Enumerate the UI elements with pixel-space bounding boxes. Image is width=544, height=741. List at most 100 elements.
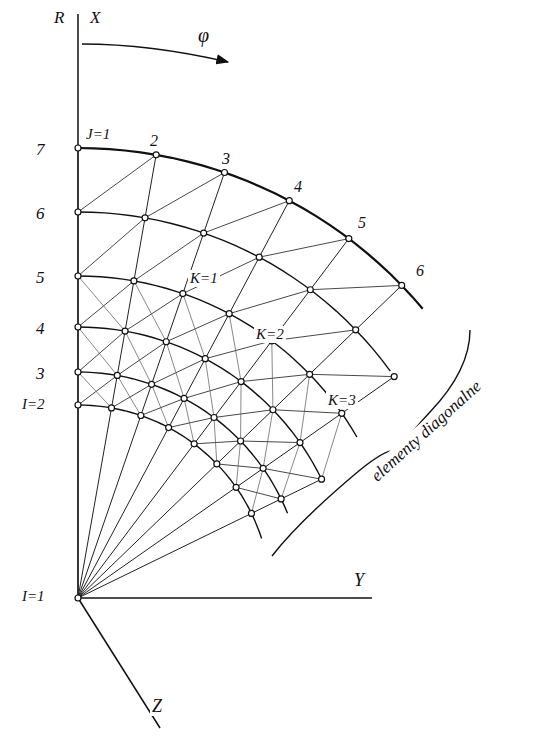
grid-node: [202, 356, 208, 362]
axis-or-index-label: K=3: [326, 392, 358, 409]
grid-node: [122, 328, 128, 334]
diagonal-element: [273, 410, 342, 414]
axis-or-index-label: 5: [34, 268, 47, 287]
grid-node: [114, 372, 120, 378]
diagonal-element: [272, 341, 273, 410]
grid-node: [142, 215, 148, 221]
diagonal-element: [112, 384, 152, 408]
grid-node: [399, 282, 405, 288]
axis-or-index-label: J=1: [84, 126, 112, 143]
diagonal-element: [310, 374, 395, 376]
grid-node: [75, 273, 81, 279]
grid-node: [260, 465, 266, 471]
grid-node: [180, 291, 186, 297]
diagonal-element: [322, 413, 342, 479]
diagonal-element: [229, 314, 241, 382]
diagonal-element: [310, 285, 401, 289]
diagonal-element: [241, 374, 310, 381]
diagonal-element: [236, 441, 240, 487]
diagonal-element: [78, 375, 117, 405]
grid-node: [75, 402, 81, 408]
grid-node: [138, 413, 144, 419]
diagonal-element: [251, 468, 263, 513]
axis-or-index-label: 7: [34, 140, 47, 159]
axis-or-index-label: φ: [196, 24, 211, 46]
grid-node: [238, 379, 244, 385]
grid-node: [109, 405, 115, 411]
grid-node: [75, 369, 81, 375]
diagonal-element: [78, 218, 145, 276]
diagonal-element: [78, 372, 112, 408]
grid-node: [319, 476, 325, 482]
grid-node: [278, 496, 284, 502]
bracket-note: elementy diagonalne: [366, 375, 487, 486]
meridian-line: [78, 201, 289, 598]
grid-node: [391, 374, 397, 380]
diagonal-element: [241, 441, 300, 443]
grid-node: [75, 145, 81, 151]
axis-or-index-label: Y: [352, 570, 366, 590]
grid-node: [153, 152, 159, 158]
axis-or-index-label: R: [52, 8, 66, 27]
meridian-line: [78, 377, 394, 598]
grid-node: [75, 324, 81, 330]
axis-or-index-label: 3: [34, 364, 47, 383]
grid-node: [222, 170, 228, 176]
grid-node: [286, 198, 292, 204]
origin-node: [75, 595, 81, 601]
grid-node: [75, 209, 81, 215]
axis-or-index-label: I=1: [20, 588, 47, 605]
diagonal-element: [263, 468, 321, 479]
diagonal-element: [78, 155, 156, 212]
diagonal-element: [259, 239, 349, 258]
grid-node: [166, 425, 172, 431]
grid-node: [353, 327, 359, 333]
diagonal-element: [183, 294, 205, 359]
diagonal-element: [300, 374, 310, 442]
meridian-line: [78, 239, 349, 598]
meridian-line: [78, 285, 402, 598]
axis-or-index-label: X: [88, 8, 102, 27]
diagonal-element: [141, 398, 184, 415]
grid-node: [226, 311, 232, 317]
grid-node: [233, 484, 239, 490]
grid-node: [163, 339, 169, 345]
axis-or-index-label: 3: [220, 150, 232, 168]
grid-node: [297, 440, 303, 446]
diagonal-element: [145, 173, 224, 218]
diagonal-element: [134, 281, 166, 342]
diagonal-element: [205, 359, 214, 418]
diagonal-element: [78, 331, 125, 372]
grid-node: [238, 438, 244, 444]
diagonal-element: [205, 341, 272, 359]
grid-node: [131, 278, 137, 284]
diagonal-element: [117, 375, 141, 415]
axis-or-index-label: 4: [292, 178, 304, 196]
diagonal-element: [78, 327, 117, 375]
axis-or-index-label: K=1: [188, 270, 220, 287]
grid-node: [346, 236, 352, 242]
diagonal-element: [183, 257, 259, 293]
grid-node: [339, 410, 345, 416]
grid-node: [307, 287, 313, 293]
grid-node: [149, 381, 155, 387]
meridian-line: [78, 155, 156, 598]
grid-node: [307, 371, 313, 377]
ring-arc: [78, 276, 357, 437]
meridian-line: [78, 479, 322, 598]
grid-node: [248, 510, 254, 516]
diagonal-element: [240, 382, 242, 441]
bracket: [272, 330, 470, 556]
axis-or-index-label: Z: [150, 696, 164, 716]
axis-or-index-label: 4: [34, 319, 47, 338]
x-axis: [77, 14, 79, 598]
diagonal-element: [217, 464, 263, 468]
diagonal-element: [184, 382, 241, 399]
diagonal-element: [169, 418, 214, 428]
diagonal-element: [152, 384, 169, 427]
axis-or-index-label: 6: [414, 262, 426, 280]
diagonal-element: [117, 342, 166, 376]
z-axis: [78, 598, 160, 728]
